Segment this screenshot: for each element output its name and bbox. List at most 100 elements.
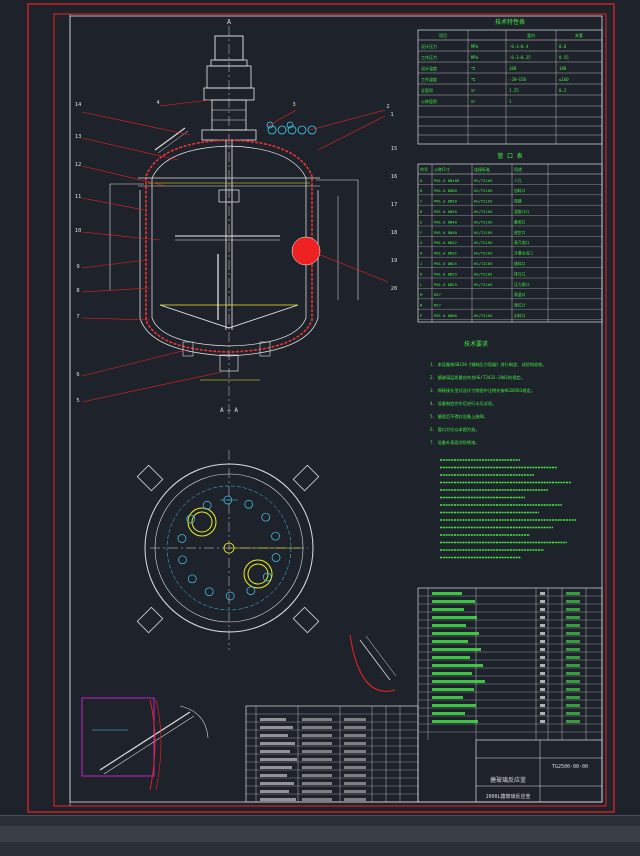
- nozzle-cell: PN1.0 DN80: [434, 188, 458, 193]
- nozzle-cell: F: [420, 230, 423, 235]
- plan-nozzle: [244, 499, 254, 509]
- status-strip: [0, 826, 640, 842]
- plan-nozzle: [204, 587, 214, 597]
- tech-spec-cell: -0.1~0.4: [509, 44, 529, 49]
- plan-nozzle: [261, 512, 271, 522]
- nozzle-cell: 出料口: [514, 313, 526, 318]
- nozzle-cell: HG/T2105: [474, 271, 492, 276]
- nozzle-cell: PN1.0 DN50: [434, 209, 458, 214]
- tech-spec-cell: m³: [471, 99, 476, 104]
- plan-nozzle: [178, 555, 187, 565]
- tech-spec-cell: 0.2: [559, 88, 567, 93]
- nozzle-cell: 液位计: [514, 303, 526, 308]
- nozzle-cell: 蒸汽进口: [514, 240, 529, 245]
- nozzle-cell: J: [420, 261, 422, 266]
- plan-nozzle: [271, 553, 281, 562]
- nozzle-table-title: 管 口 表: [497, 152, 522, 160]
- nozzle-cell: HG/T2105: [474, 188, 492, 193]
- tech-spec-cell: 设计压力: [421, 43, 437, 49]
- tech-spec-cell: 0.55: [559, 55, 569, 60]
- nozzle-cell: 备用口: [514, 219, 526, 224]
- balloon-number: 10: [75, 228, 82, 234]
- nozzle-cell: PN1.0 DN40: [434, 219, 458, 224]
- jacket: [139, 190, 319, 357]
- nozzle-cell: PN1.0 DN32: [434, 240, 457, 245]
- bom-table-right: [417, 587, 603, 803]
- nozzle-header: 符号: [420, 166, 428, 172]
- drawing-number: TG2500-00-00: [552, 764, 588, 770]
- tech-spec-cell: 全容积: [421, 87, 433, 93]
- nozzle-cell: HG/T2105: [474, 251, 492, 256]
- plan-nozzle: [177, 534, 187, 543]
- tech-spec-header: 项目: [439, 32, 447, 38]
- tech-requirement-line: 5. 搪瓷后不得在设备上施焊。: [430, 413, 488, 420]
- balloon-number: 19: [391, 258, 398, 264]
- tech-spec-cell: m³: [471, 88, 476, 93]
- plan-nozzle: [202, 500, 212, 510]
- tech-spec-header: 夹套: [575, 32, 583, 38]
- nozzle-cell: P: [420, 313, 423, 318]
- nozzle-cell: HG/T2105: [474, 282, 492, 287]
- balloon-number: 2: [386, 104, 389, 110]
- balloon-number: 1: [390, 112, 393, 118]
- plan-nozzle: [186, 514, 196, 524]
- nozzle-cell: B: [420, 188, 423, 193]
- nozzle-cell: N: [420, 303, 423, 308]
- nozzle-cell: PN1.0 DN25: [434, 261, 457, 266]
- detail-view-nozzle: [81, 697, 209, 791]
- tech-spec-cell: 工作温度: [421, 76, 437, 82]
- nozzle-cell: 测温口: [514, 292, 526, 297]
- nozzle-cell: PN1.0 DN50: [434, 199, 458, 204]
- vessel-flange-outline: [144, 463, 314, 633]
- cad-drawing-canvas[interactable]: A: [0, 0, 640, 815]
- tech-requirement-line: 7. 设备外表面涂防锈漆。: [430, 439, 479, 446]
- tech-requirement-line: 4. 设备制造完毕后进行水压试验。: [430, 400, 496, 407]
- tech-requirement-line: 2. 搪玻璃层质量应符合HG/T2432-2001的规定。: [430, 374, 525, 381]
- nozzle-cell: E: [420, 219, 423, 224]
- nozzle-cell: C: [420, 199, 422, 204]
- balloon-number: 15: [391, 146, 398, 152]
- elevation-view: A: [81, 18, 389, 420]
- balloon-number: 12: [75, 162, 82, 168]
- nozzle-cell: HG/T2105: [474, 199, 492, 204]
- plan-nozzle: [246, 586, 256, 596]
- tech-requirement-line: 6. 管口方位以本图为准。: [430, 426, 479, 433]
- nozzle-cell: HG/T2105: [474, 178, 492, 183]
- sheet-outer-border: [27, 3, 615, 813]
- nozzle-cell: HG/T2105: [474, 313, 492, 318]
- tech-requirements-title: 技术要求: [464, 340, 488, 348]
- nozzle-header: 用途: [514, 166, 522, 172]
- nozzle-cell: A: [420, 178, 423, 183]
- plan-nozzle: [262, 572, 272, 582]
- balloon-number: 13: [75, 134, 82, 140]
- balloon-number: 14: [75, 102, 82, 108]
- nozzle-cell: 温度计口: [514, 209, 529, 214]
- detail-view-flange: [349, 634, 397, 692]
- plan-nozzle: [271, 531, 280, 541]
- status-bar: [0, 815, 640, 856]
- nozzle-cell: PN1.0 DN25: [434, 271, 457, 276]
- balloon-number: 3: [292, 102, 295, 108]
- nozzle-cell: M27: [434, 303, 441, 308]
- tech-spec-cell: 0.6: [559, 44, 567, 49]
- tech-spec-cell: -0.1~0.25: [509, 55, 531, 60]
- nozzle-cell: G: [420, 240, 423, 245]
- nozzle-cell: 加料口: [514, 188, 526, 193]
- vessel-caption: 1000L搪玻璃反应釜: [485, 793, 530, 800]
- nozzle-cell: 人孔: [514, 178, 522, 183]
- nozzle-cell: K: [420, 271, 423, 276]
- nozzle-header: 公称尺寸: [434, 166, 450, 172]
- tech-spec-table-title: 技术特性表: [495, 18, 525, 26]
- balloon-number: 20: [391, 286, 398, 292]
- vessel-shell: [145, 139, 313, 353]
- plan-nozzle: [187, 574, 197, 584]
- tech-spec-cell: -20~150: [509, 77, 526, 82]
- tech-spec-cell: MPa: [471, 44, 479, 49]
- nozzle-cell: PN1.0 DN32: [434, 251, 457, 256]
- nozzle-header: 连接标准: [474, 166, 490, 172]
- balloon-number: 7: [76, 314, 79, 320]
- nozzle-cell: 放空口: [514, 230, 526, 235]
- nozzle-cell: D: [420, 209, 423, 214]
- nozzle-cell: 视镜: [514, 199, 522, 204]
